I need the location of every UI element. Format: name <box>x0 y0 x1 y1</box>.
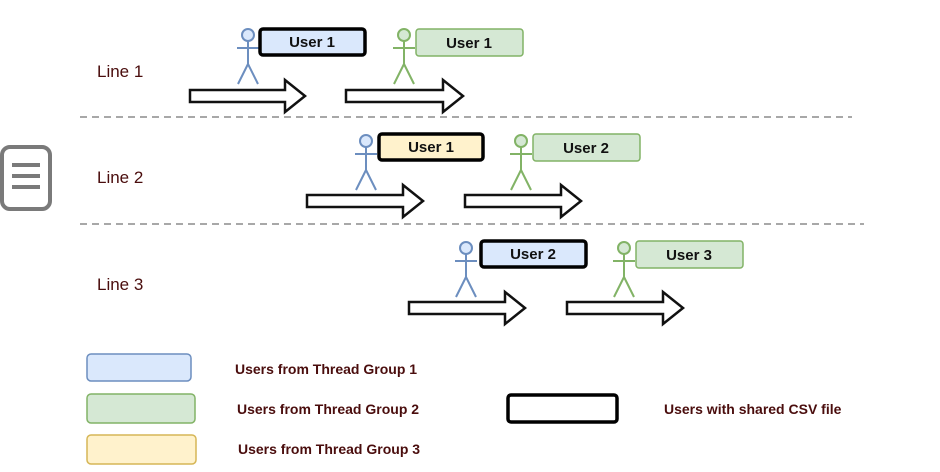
line-2-label: Line 2 <box>97 168 143 187</box>
user-badge-label: User 1 <box>408 139 454 156</box>
line-3-label: Line 3 <box>97 275 143 294</box>
legend-swatch-group-3 <box>86 434 197 465</box>
legend: Users from Thread Group 1 Users from Thr… <box>86 353 842 465</box>
user-badge-label: User 3 <box>666 247 712 264</box>
user-badge: User 1 <box>415 28 524 57</box>
user-badge-label: User 2 <box>510 246 556 263</box>
arrow-icon <box>463 182 584 220</box>
arrow-icon <box>305 182 426 220</box>
user-figure-icon <box>237 28 259 85</box>
user-figure-icon <box>510 134 532 191</box>
user-badge: User 2 <box>532 133 641 162</box>
arrow-icon <box>407 289 528 327</box>
user-badge-label: User 1 <box>289 34 335 51</box>
line-1-label: Line 1 <box>97 62 143 81</box>
user-badge: User 1 <box>377 132 485 162</box>
user-figure-icon <box>355 134 377 191</box>
user-badge: User 3 <box>635 240 744 269</box>
arrow-icon <box>344 77 466 115</box>
user-badge-label: User 2 <box>563 140 609 157</box>
legend-label-group-2: Users from Thread Group 2 <box>237 401 419 417</box>
user-figure-icon <box>613 241 635 298</box>
user-badge: User 2 <box>479 239 588 269</box>
user-figure-icon <box>455 241 477 298</box>
legend-label-shared: Users with shared CSV file <box>664 401 842 417</box>
legend-swatch-group-2 <box>86 393 196 424</box>
document-icon <box>0 145 52 211</box>
legend-label-group-3: Users from Thread Group 3 <box>238 441 420 457</box>
legend-swatch-shared <box>506 393 619 424</box>
user-figure-icon <box>393 28 415 85</box>
legend-label-group-1: Users from Thread Group 1 <box>235 361 417 377</box>
arrow-icon <box>188 77 308 115</box>
arrow-icon <box>565 289 686 327</box>
legend-swatch-group-1 <box>86 353 192 382</box>
user-badge-label: User 1 <box>446 35 492 52</box>
user-badge: User 1 <box>258 27 367 57</box>
